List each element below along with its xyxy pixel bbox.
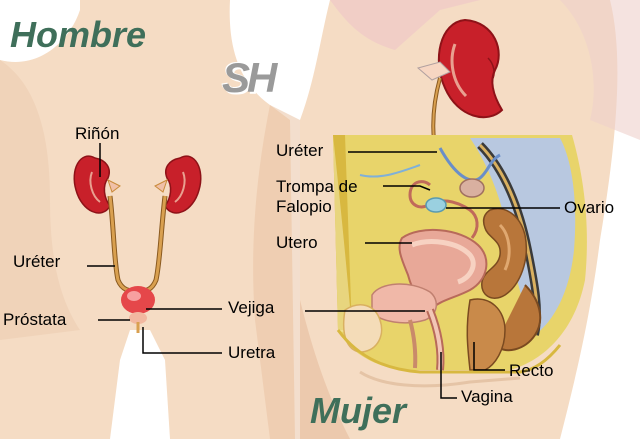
female-kidney <box>437 18 504 119</box>
female-bladder <box>371 283 437 324</box>
leader-lines <box>87 143 560 399</box>
leader-fallopian <box>383 185 431 191</box>
label-male-ureter: Uréter <box>13 252 61 271</box>
sh-logo: SH <box>222 54 277 101</box>
male-prostate <box>129 312 147 324</box>
label-fallopian-line1: Trompa de <box>276 177 358 196</box>
ovary <box>425 197 447 213</box>
male-body <box>0 0 300 439</box>
label-vagina: Vagina <box>461 387 513 406</box>
label-fallopian-line2: Falopio <box>276 197 332 216</box>
label-uterus: Utero <box>276 233 318 252</box>
label-female-ureter: Uréter <box>276 141 324 160</box>
label-prostate: Próstata <box>3 310 67 329</box>
leader-rectum <box>473 342 505 371</box>
leader-vagina <box>440 352 457 399</box>
label-ovary: Ovario <box>564 198 615 217</box>
label-male-kidney: Riñón <box>75 124 120 143</box>
title-woman: Mujer <box>310 390 407 431</box>
label-rectum: Recto <box>509 361 554 380</box>
label-urethra: Uretra <box>228 343 276 362</box>
intestines <box>481 208 542 352</box>
label-bladder: Vejiga <box>228 298 275 317</box>
leader-urethra <box>142 327 222 354</box>
rectum <box>466 298 506 371</box>
male-left-kidney <box>73 155 111 214</box>
title-man: Hombre <box>10 14 147 55</box>
